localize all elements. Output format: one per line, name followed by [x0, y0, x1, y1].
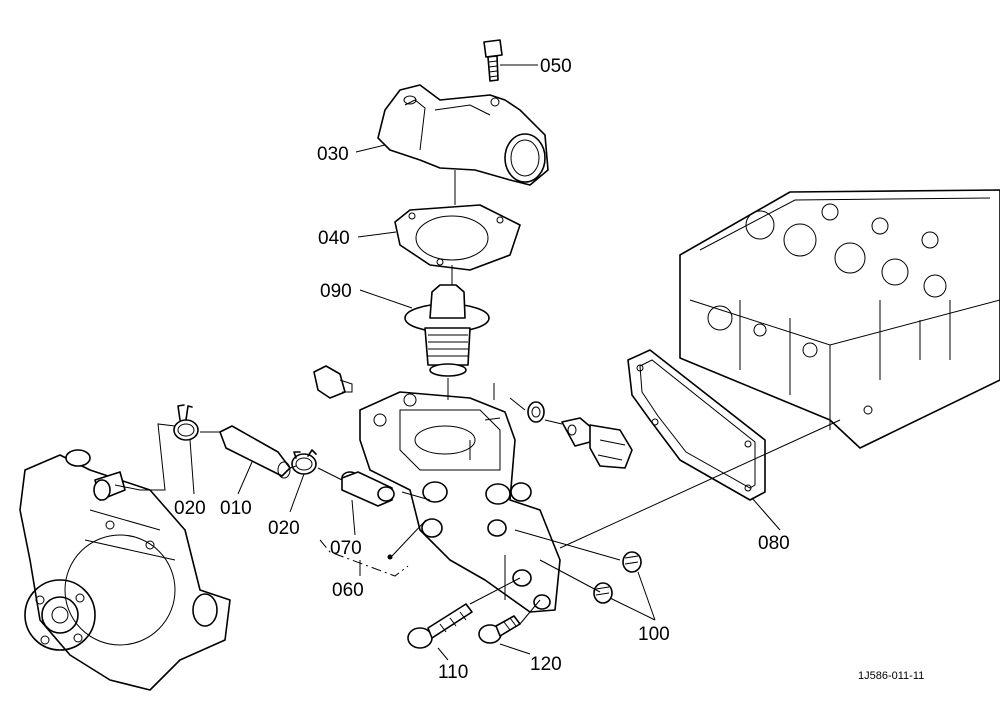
pipe-070	[341, 471, 395, 507]
hose-010	[219, 425, 291, 479]
cylinder-head	[679, 189, 1000, 449]
callout-010: 010	[220, 498, 252, 519]
callout-leaders	[189, 64, 781, 661]
hose-clamp-020-left	[173, 404, 199, 441]
hose-clamp-020-right	[291, 449, 317, 475]
thermostat-cover-030	[377, 84, 549, 186]
water-pump	[19, 449, 231, 691]
bolt-110	[407, 603, 473, 649]
callout-120: 120	[530, 654, 562, 675]
callout-040: 040	[318, 228, 350, 249]
gasket-040	[394, 204, 521, 271]
callout-110: 110	[438, 662, 468, 683]
callout-080: 080	[758, 533, 790, 554]
temperature-sensor	[527, 401, 633, 469]
bolt-050	[483, 39, 503, 82]
plugs-100	[593, 551, 642, 604]
drawing-reference-number: 1J586-011-11	[858, 670, 924, 682]
callout-020-left: 020	[174, 498, 206, 519]
callout-020-right: 020	[268, 518, 300, 539]
thermostat-090	[404, 284, 490, 377]
callout-labels: 050 030 040 090 020 010 020 070 060 080 …	[174, 56, 790, 683]
bolt-120	[478, 615, 521, 644]
callout-030: 030	[317, 144, 349, 165]
gasket-080	[627, 349, 766, 501]
callout-070: 070	[330, 538, 362, 559]
thermostat-housing	[359, 391, 561, 613]
callout-060: 060	[332, 580, 364, 601]
callout-050: 050	[540, 56, 572, 77]
callout-090: 090	[320, 281, 352, 302]
callout-100: 100	[638, 624, 670, 645]
sensor-left	[313, 365, 353, 399]
assembly-guide-lines	[114, 170, 841, 625]
